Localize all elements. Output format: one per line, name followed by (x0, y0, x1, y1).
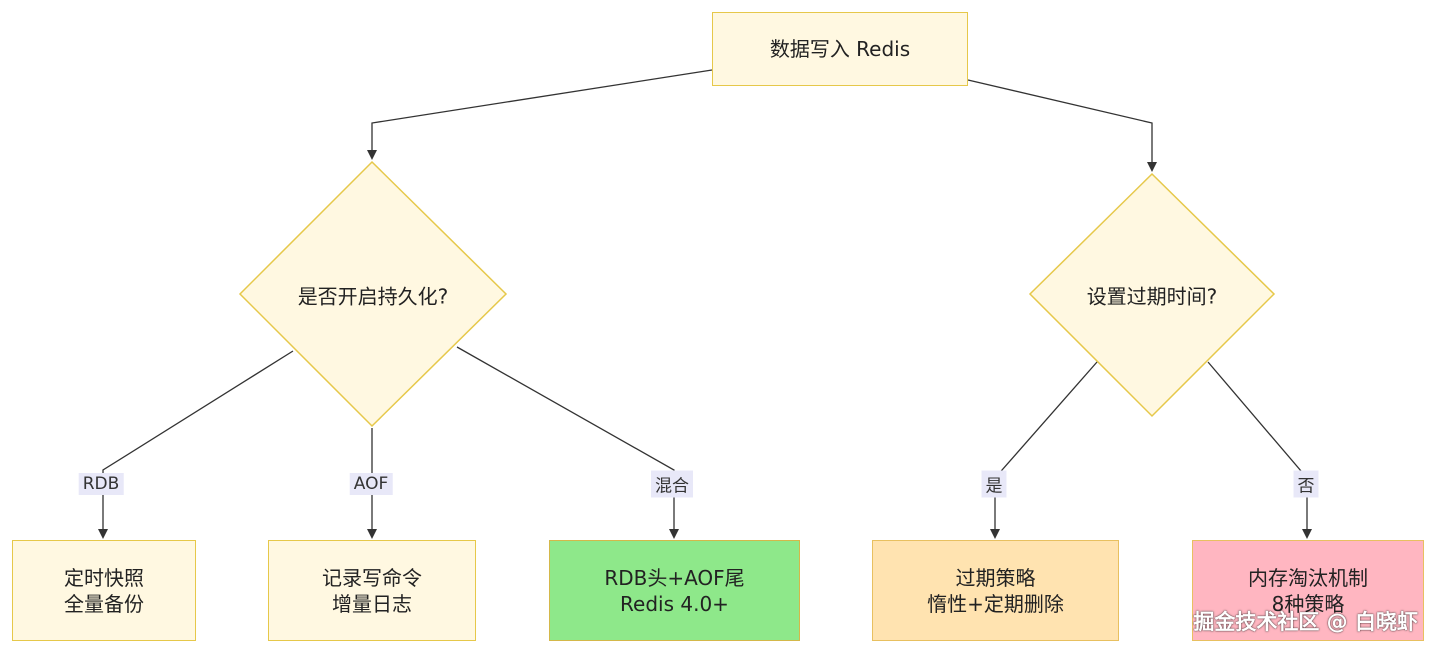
edge-label-aof: AOF (349, 473, 393, 495)
edge-yes (990, 361, 1098, 539)
root-label: 数据写入 Redis (769, 37, 911, 61)
mixed-line1: RDB头+AOF尾 (604, 565, 745, 590)
edge-label-no: 否 (1293, 470, 1319, 498)
eviction-line1: 内存淘汰机制 (1248, 565, 1368, 590)
expire-policy-line2: 惰性+定期删除 (927, 591, 1064, 616)
expire-policy-line1: 过期策略 (955, 565, 1036, 590)
edge-label-mixed: 混合 (651, 470, 693, 498)
edge-rdb (98, 350, 294, 539)
edge-mixed (456, 346, 679, 539)
edge-label-rdb: RDB (78, 473, 124, 495)
aof-node: 记录写命令 增量日志 (268, 540, 476, 641)
aof-line1: 记录写命令 (322, 565, 422, 590)
watermark: 掘金技术社区 @ 白晓虾 (1193, 610, 1418, 634)
rdb-line2: 全量备份 (64, 591, 144, 616)
edge-no (1207, 361, 1312, 539)
root-node: 数据写入 Redis (712, 12, 968, 86)
eviction-node: 内存淘汰机制 8种策略 (1192, 540, 1424, 641)
aof-line2: 增量日志 (332, 591, 412, 616)
mixed-line2: Redis 4.0+ (620, 591, 729, 616)
expire-policy-node: 过期策略 惰性+定期删除 (872, 540, 1119, 641)
edge-label-yes: 是 (981, 470, 1007, 498)
edge-root-persist (367, 69, 713, 160)
eviction-line2: 8种策略 (1271, 591, 1345, 616)
expire-question: 设置过期时间? (1086, 284, 1218, 309)
persist-question: 是否开启持久化? (297, 284, 449, 309)
edge-root-expire (967, 79, 1157, 172)
rdb-node: 定时快照 全量备份 (12, 540, 196, 641)
expire-decision (1028, 172, 1276, 418)
rdb-line1: 定时快照 (64, 565, 144, 590)
persist-decision (238, 160, 508, 428)
mixed-node: RDB头+AOF尾 Redis 4.0+ (549, 540, 800, 641)
